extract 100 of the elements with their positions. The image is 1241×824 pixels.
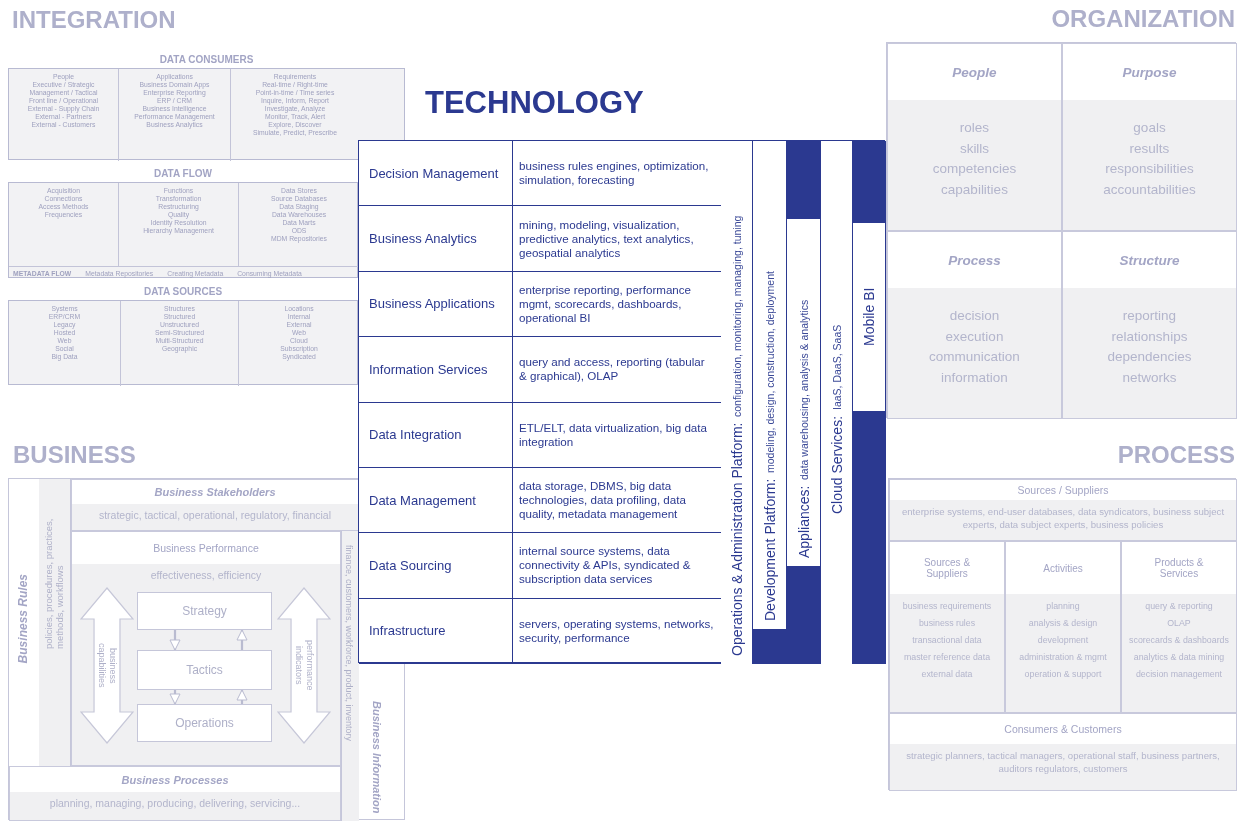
arrow	[169, 690, 181, 705]
platform-bar	[821, 141, 853, 664]
platform-description: configuration, monitoring, managing, tuning	[730, 215, 743, 417]
column-heading: Sources & Suppliers	[922, 556, 972, 581]
band-text: planning, managing, producing, delivering, servicing...	[48, 796, 302, 810]
section-heading: BUSINESS	[13, 441, 136, 469]
platform-name: Operations & Administration Platform:	[728, 422, 745, 656]
band-heading: Business Processes	[121, 772, 229, 788]
list-item: responsibilities	[1105, 160, 1194, 178]
list-item: development	[1037, 634, 1089, 647]
row-header	[359, 206, 513, 272]
level-box	[137, 704, 272, 742]
band	[71, 479, 359, 531]
level-label: Operations	[175, 716, 234, 730]
description-text: data storage, DBMS, big data technologies, data profiling, data quality, metadata management	[519, 479, 687, 522]
section-heading: PROCESS	[1117, 441, 1235, 469]
column-heading: Business Rules	[16, 574, 30, 664]
side-column	[341, 531, 359, 821]
process-column	[1121, 541, 1237, 713]
band-heading: Sources / Suppliers	[1017, 483, 1109, 498]
list-item: relationships	[1111, 327, 1188, 346]
metadata-row	[9, 266, 359, 279]
band	[889, 713, 1237, 791]
platform-name: Mobile BI	[861, 287, 877, 347]
row-header	[359, 402, 513, 468]
arrow-label: business capabilities	[96, 642, 118, 690]
list-item: goals	[1133, 119, 1166, 137]
category-label: Infrastructure	[369, 623, 446, 639]
category-label: Information Services	[369, 361, 488, 377]
platform-name: Appliances:	[795, 485, 812, 558]
column-heading: Products & Services	[1153, 556, 1205, 581]
quadrant-heading: Structure	[1119, 251, 1180, 270]
quadrant-heading: Process	[948, 251, 1001, 270]
double-arrow	[80, 587, 134, 744]
list-item: results	[1129, 139, 1170, 158]
band	[71, 531, 341, 766]
section-heading: DATA FLOW	[152, 168, 214, 179]
band-heading: Business Performance	[153, 541, 259, 556]
list-item: networks	[1122, 368, 1177, 387]
list-item: reporting	[1122, 307, 1177, 325]
list-item: communication	[929, 348, 1020, 366]
section-heading: INTEGRATION	[12, 6, 176, 34]
category-label: Business Analytics	[369, 231, 477, 247]
description-text: ETL/ELT, data virtualization, big data integration	[519, 420, 708, 449]
level-label: Strategy	[182, 604, 227, 618]
description-text: internal source systems, data connectivity & APIs, syndicated & subscription data services	[519, 544, 692, 587]
band	[889, 479, 1237, 541]
arrow-label: performance indicators	[293, 639, 315, 693]
category-label: Data Management	[369, 492, 476, 508]
band	[9, 766, 341, 821]
arrow	[236, 689, 248, 704]
section-heading: DATA SOURCES	[142, 286, 224, 297]
quadrant	[887, 231, 1062, 419]
quadrant	[887, 43, 1062, 231]
list-item: roles	[959, 119, 990, 137]
column-text: finance, customers, workforce, product, inventory	[344, 545, 354, 742]
description-text: query and access, reporting (tabular & graphical), OLAP	[519, 355, 706, 384]
platform-name: Cloud Services:	[828, 415, 845, 514]
level-label: Tactics	[186, 663, 223, 677]
row-header	[359, 271, 513, 338]
column-text: policies, procedures, practices, methods, workflows	[43, 517, 65, 649]
list-item: dependencies	[1107, 348, 1192, 366]
row-header	[359, 533, 513, 599]
list-item: accountabilities	[1103, 180, 1196, 199]
description-text: business rules engines, optimization, simulation, forecasting	[519, 159, 710, 188]
row-header	[359, 337, 513, 403]
category-label: Data Sourcing	[369, 557, 452, 573]
column-heading: Activities	[1042, 561, 1084, 576]
filler-bar	[853, 141, 886, 223]
section-heading: DATA CONSUMERS	[158, 54, 255, 65]
description-text: servers, operating systems, networks, security, performance	[519, 616, 715, 645]
quadrant	[1062, 43, 1237, 231]
row-header	[359, 467, 513, 534]
section-title: TECHNOLOGY	[425, 85, 644, 121]
section-heading: ORGANIZATION	[1051, 5, 1235, 33]
level-box	[137, 650, 272, 690]
filler-bar	[787, 141, 821, 219]
double-arrow	[277, 587, 331, 744]
band-text: effectiveness, efficiency	[149, 568, 263, 582]
list-item: competencies	[932, 160, 1017, 178]
process-column	[889, 541, 1005, 713]
platform-description: data warehousing, analysis & analytics	[797, 299, 810, 480]
list-item: execution	[945, 327, 1004, 346]
row-header	[359, 141, 513, 207]
list-item: capabilities	[941, 180, 1008, 199]
platform-name: Development Platform:	[761, 478, 778, 621]
platform-description: IaaS, DaaS, SaaS	[830, 324, 843, 410]
quadrant-heading: People	[952, 63, 997, 82]
description-text: mining, modeling, visualization, predictive analytics, text analytics, geospatial analytics	[519, 217, 695, 260]
quadrant-heading: Purpose	[1122, 63, 1177, 82]
list-item: skills	[959, 139, 990, 158]
arrow	[236, 629, 248, 650]
list-item: decision	[949, 307, 1000, 325]
band-heading: Consumers & Customers	[1004, 722, 1122, 737]
quadrant	[1062, 231, 1237, 419]
band-heading: Business Stakeholders	[154, 485, 276, 500]
platform-description: modeling, design, construction, deployment	[763, 270, 776, 473]
column-heading: Business Information	[371, 700, 383, 813]
level-box	[137, 592, 272, 630]
category-label: Business Applications	[369, 296, 495, 312]
